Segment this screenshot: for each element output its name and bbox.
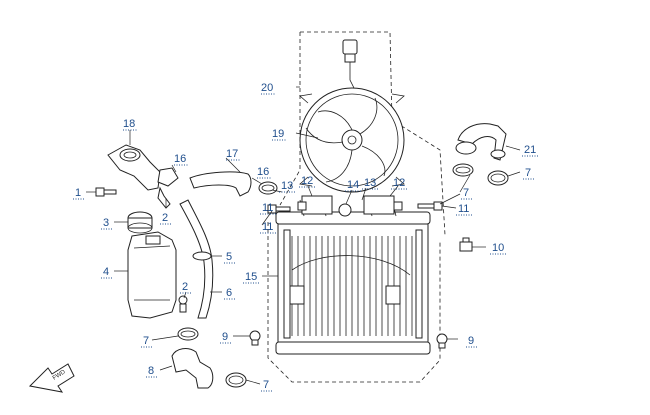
callout-17-label: 17	[226, 148, 238, 160]
bolt-right	[417, 201, 443, 211]
callout-21: 21	[522, 144, 539, 157]
radiator	[267, 199, 441, 383]
lower-hose	[171, 348, 214, 389]
drain-bolt-right	[436, 333, 448, 349]
hose-clamp-mid	[258, 181, 278, 195]
callout-6-label: 6	[226, 287, 232, 299]
callout-16b-label: 16	[257, 166, 269, 178]
callout-13b: 13	[362, 177, 379, 190]
callout-1: 1	[73, 187, 84, 200]
callout-11b: 11	[260, 221, 277, 234]
callout-2b-label: 2	[182, 281, 188, 293]
filler-neck	[107, 144, 161, 191]
callout-4-label: 4	[103, 266, 109, 278]
callout-14: 14	[345, 179, 362, 192]
callout-19-label: 19	[272, 128, 284, 140]
callout-9b: 9	[466, 335, 477, 348]
callout-16b: 16	[257, 166, 272, 179]
callout-13a: 13	[279, 180, 296, 193]
cooling-fan	[299, 87, 405, 193]
callout-9a-label: 9	[222, 331, 228, 343]
callout-16a-label: 16	[174, 153, 186, 165]
callout-7a-label: 7	[143, 335, 149, 347]
callout-11b-label: 11	[262, 221, 273, 233]
callout-13b-label: 13	[364, 177, 376, 189]
callout-4: 4	[101, 266, 112, 279]
callout-5-label: 5	[226, 251, 232, 263]
callout-7b-label: 7	[463, 187, 469, 199]
coolant-reservoir	[127, 231, 177, 319]
callout-11a: 11	[260, 202, 277, 215]
hose-clamp-7d	[225, 372, 247, 388]
fitting-2b	[178, 295, 188, 313]
reservoir-cap	[127, 211, 153, 234]
callout-7b: 7	[461, 187, 472, 200]
callout-11a-label: 11	[262, 202, 273, 214]
callout-11c-label: 11	[458, 203, 469, 215]
callout-3-label: 3	[103, 217, 109, 229]
callout-2b: 2	[180, 281, 191, 294]
callout-18-label: 18	[123, 118, 135, 130]
hose-clamp-5	[192, 251, 212, 261]
radiator-brackets	[297, 195, 403, 217]
callout-7a: 7	[141, 335, 152, 348]
callout-15-label: 15	[245, 271, 257, 283]
callout-2a-label: 2	[162, 212, 168, 224]
bolt-left	[95, 187, 117, 197]
small-hose-2a	[157, 186, 171, 209]
hose-clamp-7c	[487, 170, 509, 186]
leader-lines	[86, 86, 521, 385]
callout-11c: 11	[456, 203, 473, 216]
callout-13a-label: 13	[281, 180, 293, 192]
callout-19: 19	[272, 128, 287, 141]
reservoir-hose-6	[179, 199, 214, 319]
callout-16a: 16	[174, 153, 189, 166]
forward-direction-arrow: FWD	[28, 363, 75, 393]
callout-17: 17	[226, 148, 241, 161]
callout-12b: 12	[391, 177, 408, 190]
hose-clamp-7a	[177, 327, 199, 341]
callout-15: 15	[243, 271, 260, 284]
overflow-hose-17	[189, 171, 252, 197]
callout-9b-label: 9	[468, 335, 474, 347]
callout-21-label: 21	[524, 144, 536, 156]
callout-5: 5	[224, 251, 235, 264]
callout-12a: 12	[299, 175, 316, 188]
hose-clamp-7b	[452, 163, 474, 177]
callout-10-label: 10	[492, 242, 504, 254]
pressure-cap	[157, 167, 179, 187]
callout-12b-label: 12	[393, 177, 405, 189]
fan-connector	[342, 39, 358, 101]
callout-20: 20	[261, 82, 276, 95]
callout-7d-label: 7	[263, 379, 269, 391]
callout-6: 6	[224, 287, 235, 300]
callout-18: 18	[123, 118, 138, 131]
sensor-10	[459, 237, 473, 252]
callout-14-label: 14	[347, 179, 359, 191]
callout-8: 8	[146, 365, 157, 378]
bolt-mid	[267, 204, 291, 214]
callout-12a-label: 12	[301, 175, 313, 187]
callout-1-label: 1	[75, 187, 81, 199]
callout-9a: 9	[220, 331, 231, 344]
callout-10: 10	[490, 242, 507, 255]
callout-2a: 2	[160, 212, 171, 225]
callout-7c-label: 7	[525, 167, 531, 179]
drain-bolt-left	[249, 330, 261, 346]
callout-3: 3	[101, 217, 112, 230]
callout-7c: 7	[523, 167, 534, 180]
callout-20-label: 20	[261, 82, 273, 94]
callout-8-label: 8	[148, 365, 154, 377]
callout-7d: 7	[261, 379, 272, 392]
upper-hose	[455, 123, 507, 161]
